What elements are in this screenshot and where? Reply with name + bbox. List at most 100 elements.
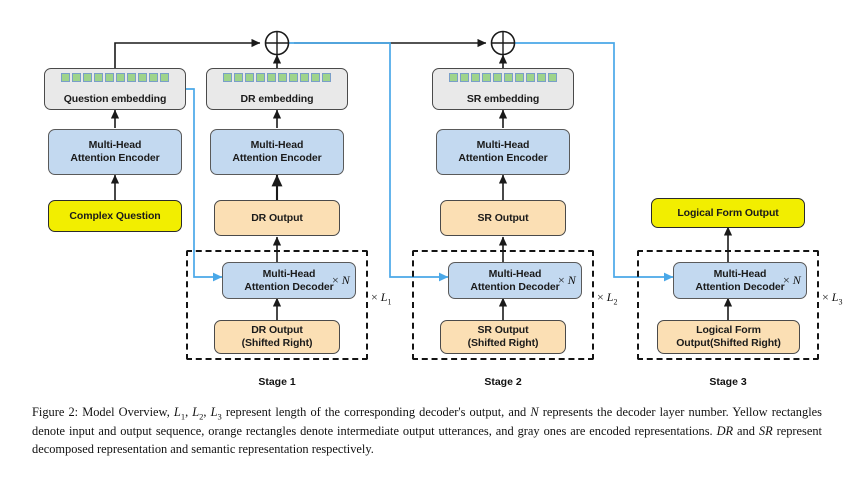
embedding-cell (256, 73, 265, 82)
caption-dr: DR (716, 424, 734, 439)
decoder-1-line-1: Multi-Head (262, 267, 316, 280)
stage-label-2: Stage 2 (484, 376, 522, 388)
multi-head-attention-decoder-3: Multi-Head Attention Decoder (673, 262, 807, 299)
dr-shifted-line-2: (Shifted Right) (241, 337, 313, 349)
caption-text-4: and (733, 424, 759, 439)
stage-label-1: Stage 1 (258, 376, 296, 388)
stage-label-3: Stage 3 (709, 376, 747, 388)
multiplier-l2-value: L (606, 290, 614, 304)
embedding-cell (267, 73, 276, 82)
caption-l1: L (173, 405, 181, 419)
multiplier-op-3: × (783, 273, 790, 287)
multi-head-attention-decoder-1: Multi-Head Attention Decoder (222, 262, 356, 299)
skip-link-adder2-to-decoder3 (512, 42, 674, 282)
dr-embedding-cells (207, 73, 347, 82)
logical-form-output-shifted-right-box: Logical Form Output(Shifted Right) (657, 320, 800, 354)
sr-shifted-line-1: SR Output (477, 324, 529, 337)
question-embedding-label: Question embedding (63, 93, 167, 106)
complex-question-label: Complex Question (69, 209, 161, 222)
embedding-cell (449, 73, 458, 82)
lf-shifted-line-2: Output(Shifted Right) (676, 337, 781, 349)
caption-sep-1: , (185, 405, 193, 419)
residual-question-to-adder1 (114, 38, 261, 68)
decoder-3-line-1: Multi-Head (713, 267, 767, 280)
multiplier-op-l1: × (371, 290, 378, 304)
caption-l2: L (192, 405, 200, 419)
multiplier-n-3-value: N (792, 273, 801, 287)
dr-embedding-box: DR embedding (206, 68, 348, 110)
complex-question-box: Complex Question (48, 200, 182, 232)
adder-1 (264, 30, 290, 56)
embedding-cell (83, 73, 92, 82)
sr-embedding-cells (433, 73, 573, 82)
adder-2 (490, 30, 516, 56)
embedding-cell (504, 73, 513, 82)
embedding-cell (289, 73, 298, 82)
multi-head-attention-decoder-2: Multi-Head Attention Decoder (448, 262, 582, 299)
multiplier-l3-subscript: 3 (838, 297, 843, 307)
embedding-cell (160, 73, 169, 82)
embedding-cell (127, 73, 136, 82)
embedding-cell (223, 73, 232, 82)
multiplier-l1: × L1 (371, 290, 391, 306)
decoder-2-line-2: Attention Decoder (470, 280, 560, 293)
logical-form-output-box: Logical Form Output (651, 198, 805, 228)
skip-link-adder1-to-decoder2 (286, 42, 449, 282)
connector-layer (110, 30, 733, 320)
logical-form-output-label: Logical Form Output (677, 206, 779, 219)
multiplier-l3-value: L (831, 290, 839, 304)
sr-output-shifted-right-box: SR Output (Shifted Right) (440, 320, 566, 354)
caption-n: N (530, 405, 539, 419)
caption-sep-2: , (203, 405, 211, 419)
embedding-cell (548, 73, 557, 82)
embedding-cell (482, 73, 491, 82)
question-embedding-cells (45, 73, 185, 82)
embedding-cell (105, 73, 114, 82)
multiplier-op-l2: × (597, 290, 604, 304)
multiplier-l3: × L3 (822, 290, 842, 306)
dr-output-box: DR Output (214, 200, 340, 236)
stage-3-dashed-box (637, 250, 819, 360)
stage-2-dashed-box (412, 250, 594, 360)
multiplier-n-1: × N (332, 273, 350, 288)
caption-l3-sub: 3 (217, 411, 222, 422)
dr-output-label: DR Output (251, 211, 303, 224)
caption-sr: SR (758, 424, 773, 439)
figure-caption: Figure 2: Model Overview, L1, L2, L3 rep… (32, 404, 822, 458)
embedding-cell (149, 73, 158, 82)
multiplier-l2: × L2 (597, 290, 617, 306)
embedding-cell (460, 73, 469, 82)
embedding-cell (515, 73, 524, 82)
caption-l3: L (210, 405, 218, 419)
multiplier-op-l3: × (822, 290, 829, 304)
embedding-cell (537, 73, 546, 82)
multi-head-attention-encoder-3: Multi-Head Attention Encoder (436, 129, 570, 175)
embedding-cell (526, 73, 535, 82)
caption-text-5: represent decomposed representation and … (32, 424, 822, 456)
caption-text-1: Model Overview, (78, 405, 174, 419)
multiplier-n-2: × N (558, 273, 576, 288)
embedding-cell (61, 73, 70, 82)
embedding-cell (471, 73, 480, 82)
multiplier-op-1: × (332, 273, 339, 287)
caption-prefix: Figure 2: (32, 405, 79, 419)
embedding-cell (245, 73, 254, 82)
skip-link-question-to-decoder1 (175, 88, 223, 282)
sr-output-label: SR Output (477, 211, 529, 224)
dr-output-shifted-right-box: DR Output (Shifted Right) (214, 320, 340, 354)
decoder-1-line-2: Attention Decoder (244, 280, 334, 293)
sr-output-box: SR Output (440, 200, 566, 236)
embedding-cell (278, 73, 287, 82)
sr-embedding-label: SR embedding (466, 93, 540, 106)
caption-l2-sub: 2 (199, 411, 204, 422)
caption-text-3: represents the decoder layer number. Yel… (32, 405, 822, 439)
stage-1-dashed-box (186, 250, 368, 360)
caption-text-2: represent length of the corresponding de… (221, 405, 531, 419)
decoder-2-line-1: Multi-Head (488, 267, 542, 280)
multiplier-n-3: × N (783, 273, 801, 288)
embedding-cell (94, 73, 103, 82)
multiplier-l1-value: L (380, 290, 388, 304)
multiplier-n-1-value: N (341, 273, 350, 287)
multi-head-attention-encoder-1: Multi-Head Attention Encoder (48, 129, 182, 175)
sr-shifted-line-2: (Shifted Right) (467, 337, 539, 349)
